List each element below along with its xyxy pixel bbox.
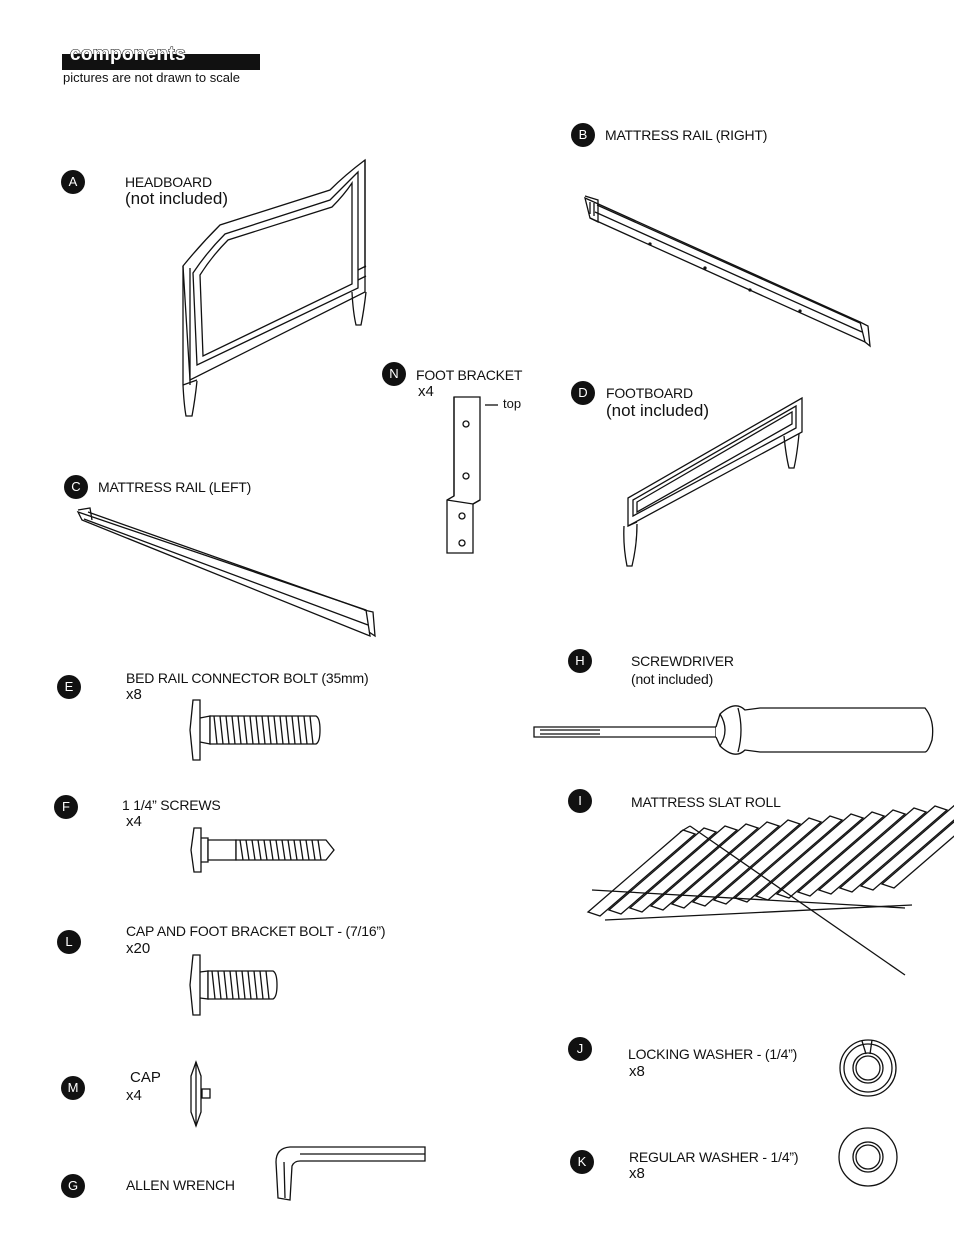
note-footboard: (not included): [606, 401, 710, 420]
slat: [817, 807, 928, 895]
badge-l: L: [57, 930, 81, 954]
slat: [628, 825, 739, 913]
note-headboard: (not included): [125, 189, 229, 208]
badge-c: C: [64, 475, 88, 499]
slat-strap: [679, 825, 906, 976]
slat: [649, 823, 760, 911]
badge-i: I: [568, 789, 592, 813]
label-slat-roll: MATTRESS SLAT ROLL: [631, 794, 781, 810]
label-screws: 1 1/4” SCREWS: [122, 797, 221, 813]
badge-b: B: [571, 123, 595, 147]
label-footboard: FOOTBOARD: [606, 385, 693, 401]
label-mattress-rail-right: MATTRESS RAIL (RIGHT): [605, 127, 768, 143]
slat: [859, 804, 954, 891]
label-cap: CAP: [130, 1069, 161, 1086]
page-subtitle: pictures are not drawn to scale: [63, 70, 241, 85]
slat: [670, 821, 781, 909]
slat: [712, 817, 823, 905]
header-bar: [62, 54, 260, 70]
label-locking-washer: LOCKING WASHER - (1/4”): [628, 1046, 798, 1062]
badge-f: F: [54, 795, 78, 819]
slat: [733, 815, 844, 903]
badge-m: M: [61, 1076, 85, 1100]
callout-top: top: [503, 396, 522, 411]
qty-cap: x4: [126, 1087, 142, 1104]
slat-strap: [591, 889, 906, 909]
badge-a: A: [61, 170, 85, 194]
label-connector-bolt: BED RAIL CONNECTOR BOLT (35mm): [126, 670, 369, 686]
slat: [880, 820, 954, 889]
qty-connector-bolt: x8: [126, 686, 142, 703]
slat: [754, 813, 865, 901]
badge-g: G: [61, 1174, 85, 1198]
label-foot-bracket: FOOT BRACKET: [416, 367, 523, 383]
slat: [796, 809, 907, 897]
badge-d: D: [571, 381, 595, 405]
qty-foot-bracket: x4: [418, 383, 434, 400]
page-title: components: [70, 44, 187, 66]
qty-regular-washer: x8: [629, 1165, 645, 1182]
badge-h: H: [568, 649, 592, 673]
label-allen-wrench: ALLEN WRENCH: [126, 1177, 235, 1193]
label-mattress-rail-left: MATTRESS RAIL (LEFT): [98, 479, 252, 495]
label-regular-washer: REGULAR WASHER - 1/4”): [629, 1149, 799, 1165]
badge-e: E: [57, 675, 81, 699]
qty-cap-bolt: x20: [126, 940, 151, 957]
slat: [838, 805, 949, 893]
label-headboard: HEADBOARD: [125, 174, 212, 190]
badge-k: K: [570, 1150, 594, 1174]
slat: [586, 829, 697, 917]
label-cap-bolt: CAP AND FOOT BRACKET BOLT - (7/16”): [126, 923, 386, 939]
qty-screws: x4: [126, 813, 142, 830]
badge-j: J: [568, 1037, 592, 1061]
label-screwdriver: SCREWDRIVER: [631, 653, 734, 669]
slat: [775, 811, 886, 899]
note-screwdriver: (not included): [631, 671, 714, 687]
slat-strap: [604, 904, 913, 921]
qty-locking-washer: x8: [629, 1063, 645, 1080]
slat: [691, 819, 802, 907]
badge-n: N: [382, 362, 406, 386]
